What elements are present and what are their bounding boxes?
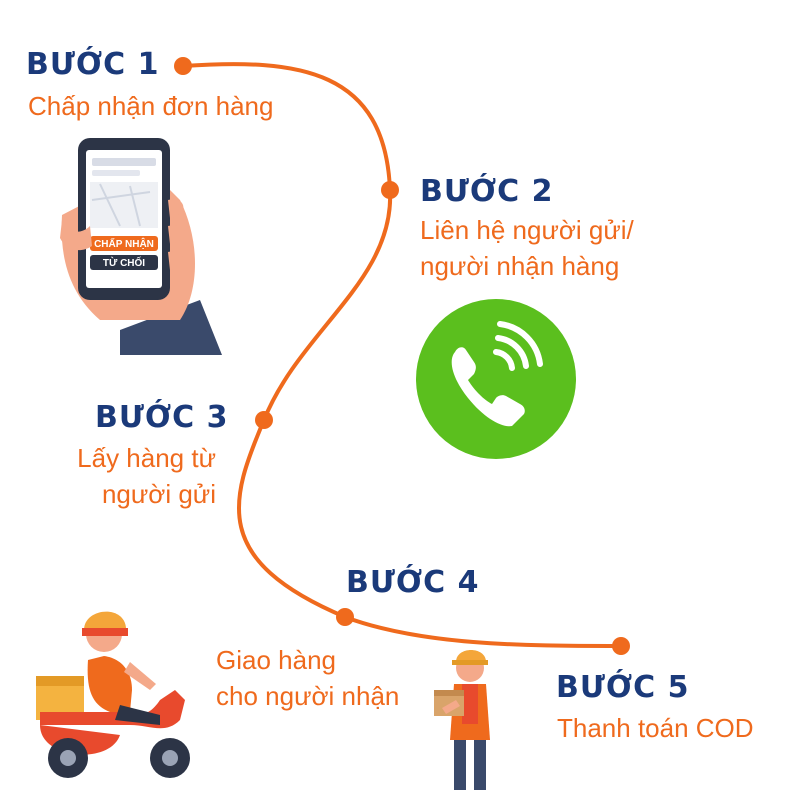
step-5-line: Thanh toán COD <box>557 713 754 743</box>
step-2-description: Liên hệ người gửi/ người nhận hàng <box>420 212 634 284</box>
step-1-title: BƯỚC 1 <box>26 47 160 82</box>
step-4-marker <box>336 608 354 626</box>
reject-button[interactable]: TỪ CHỐI <box>102 258 146 269</box>
step-1-description: Chấp nhận đơn hàng <box>28 88 273 124</box>
step-3-description: Lấy hàng từ người gửi <box>40 440 216 512</box>
accept-button[interactable]: CHẤP NHẬN <box>94 239 154 250</box>
step-2-line: người nhận hàng <box>420 251 620 281</box>
step-3-line: Lấy hàng từ <box>77 443 216 473</box>
step-3-marker <box>255 411 273 429</box>
step-2-line: Liên hệ người gửi/ <box>420 215 634 245</box>
step-3-line: người gửi <box>101 479 216 509</box>
step-4-description: Giao hàng cho người nhận <box>216 642 399 714</box>
step-1-line: Chấp nhận đơn hàng <box>28 91 274 121</box>
step-4-line: cho người nhận <box>216 681 400 711</box>
step-3-title: BƯỚC 3 <box>95 400 229 435</box>
step-4-line: Giao hàng <box>216 645 336 675</box>
step-2-title: BƯỚC 2 <box>420 174 554 209</box>
step-5-title: BƯỚC 5 <box>556 670 690 705</box>
step-4-title: BƯỚC 4 <box>346 565 480 600</box>
step-1-marker <box>174 57 192 75</box>
step-5-description: Thanh toán COD <box>557 710 754 746</box>
step-2-marker <box>381 181 399 199</box>
step-5-marker <box>612 637 630 655</box>
